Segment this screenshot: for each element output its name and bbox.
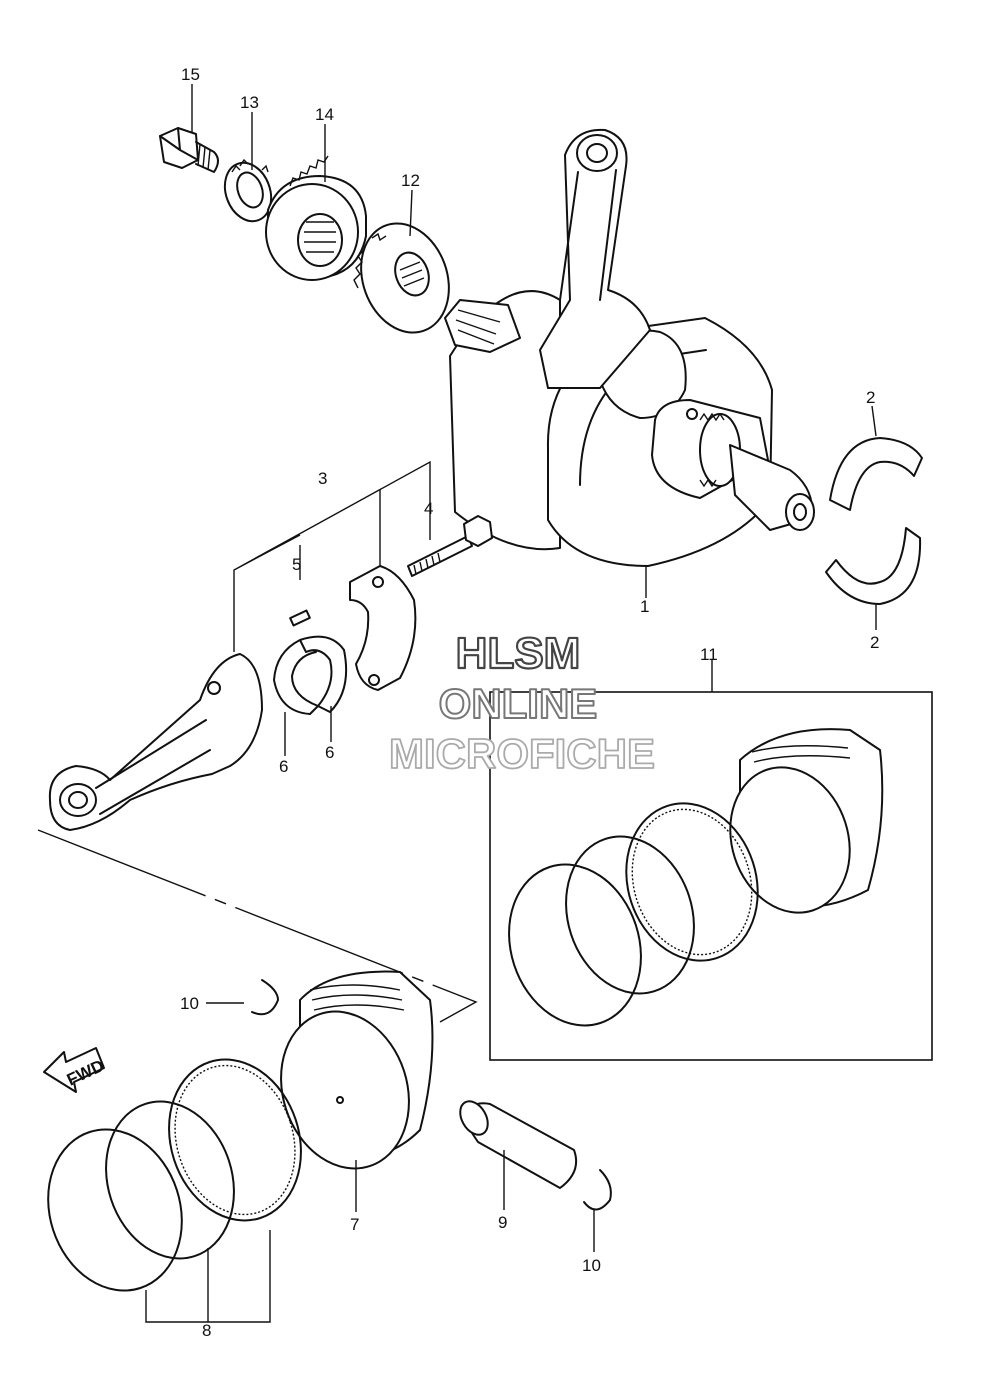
connecting-rod-bolt-4 <box>407 515 493 577</box>
bracket-3 <box>233 460 431 652</box>
callout-10-upper: 10 <box>180 994 199 1013</box>
callout-15: 15 <box>181 65 200 84</box>
callout-3: 3 <box>318 469 327 488</box>
watermark-line-1: HLSM <box>456 629 581 678</box>
piston-kit-11 <box>508 728 884 1027</box>
fwd-arrow-icon: FWD <box>43 1047 107 1093</box>
piston-ring-set-8 <box>47 1058 302 1292</box>
conrod-bearing-6-right <box>299 635 348 713</box>
assembly-bracket <box>37 829 478 1023</box>
flange-bolt-15 <box>159 127 219 173</box>
lock-washer-13 <box>223 158 273 223</box>
piston-pin-9 <box>459 1100 578 1189</box>
callout-7: 7 <box>350 1215 359 1234</box>
piston-kit-box-11 <box>489 691 933 1061</box>
callout-12: 12 <box>401 171 420 190</box>
crankshaft-bearing-2-lower <box>825 527 922 605</box>
crankshaft-assembly-1 <box>444 128 815 567</box>
dowel-pin-5 <box>289 609 311 627</box>
connecting-rod <box>48 653 263 831</box>
drive-gear-washer-12 <box>353 222 450 334</box>
callout-10-lower: 10 <box>582 1256 601 1275</box>
callout-5: 5 <box>292 555 301 574</box>
watermark: HLSM ONLINE MICROFICHE <box>388 628 656 778</box>
callout-11: 11 <box>700 645 718 664</box>
callout-8: 8 <box>202 1321 211 1340</box>
callout-9: 9 <box>498 1213 507 1232</box>
callout-2-lower: 2 <box>870 633 879 652</box>
circlip-10-lower <box>583 1169 612 1211</box>
primary-drive-gear-14 <box>265 155 367 281</box>
piston-7 <box>280 970 434 1170</box>
callout-4: 4 <box>424 499 433 518</box>
watermark-line-2: ONLINE <box>439 680 598 727</box>
callout-labels: 15 13 14 12 2 3 4 5 1 2 11 6 6 10 7 9 10… <box>180 65 879 1340</box>
callout-6-left: 6 <box>279 757 288 776</box>
callout-2-upper: 2 <box>866 388 875 407</box>
leader-lines <box>145 84 877 1323</box>
callout-13: 13 <box>240 93 259 112</box>
crankshaft-bearing-2-upper <box>829 437 923 511</box>
callout-1: 1 <box>640 597 649 616</box>
watermark-line-3: MICROFICHE <box>389 730 655 777</box>
callout-14: 14 <box>315 105 334 124</box>
connecting-rod-cap <box>349 565 417 691</box>
circlip-10-upper <box>251 979 279 1016</box>
callout-6-right: 6 <box>325 743 334 762</box>
